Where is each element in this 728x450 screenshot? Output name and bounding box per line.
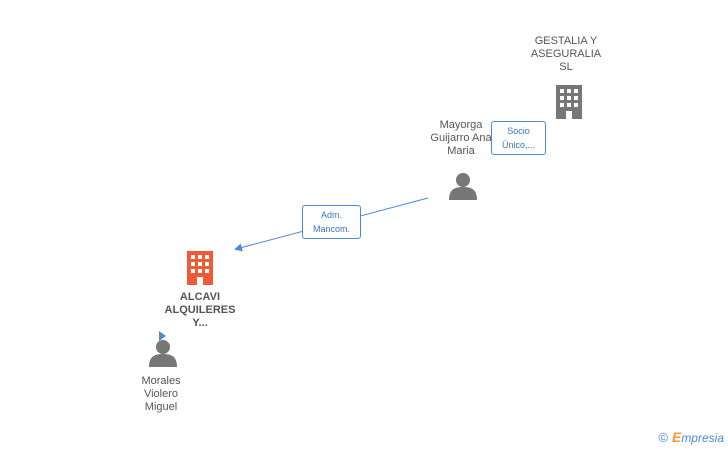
- building-icon[interactable]: [554, 85, 584, 119]
- node-label-mayorga: Mayorga Guijarro Ana Maria: [430, 119, 492, 157]
- node-label-alcavi: ALCAVI ALQUILERES Y...: [164, 291, 236, 329]
- edge-label-socio[interactable]: Socio Único,...: [491, 121, 546, 155]
- copyright-symbol: ©: [658, 429, 668, 445]
- node-label-morales: Morales Violero Miguel: [141, 375, 181, 413]
- brand-logo: Empresia: [671, 429, 724, 445]
- brand-footer[interactable]: © Empresia: [658, 429, 724, 445]
- node-label-gestalia: GESTALIA Y ASEGURALIA SL: [530, 35, 602, 73]
- person-icon[interactable]: [149, 339, 177, 367]
- edge-label-adm[interactable]: Adm. Mancom.: [302, 205, 361, 239]
- building-icon[interactable]: [185, 251, 215, 285]
- expand-arrow-icon[interactable]: [159, 331, 167, 341]
- person-icon[interactable]: [449, 172, 477, 200]
